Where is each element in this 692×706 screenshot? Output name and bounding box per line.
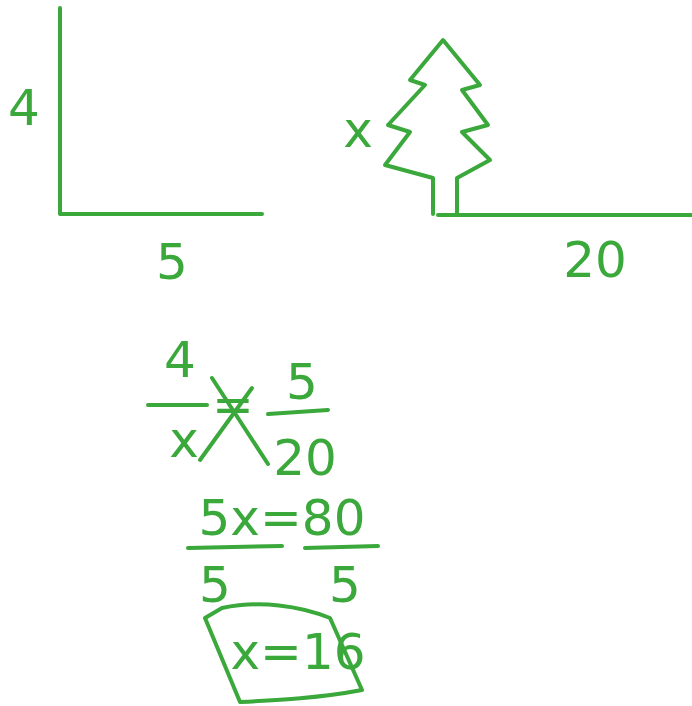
cross-multiply-line (212, 378, 268, 464)
handwritten-label: x (169, 415, 199, 465)
handwritten-label: 5 (156, 237, 188, 287)
handwritten-label: 5 (329, 560, 361, 610)
handwritten-label: x (343, 105, 373, 155)
handwritten-label: 20 (563, 235, 627, 285)
handwritten-label: 5x=80 (199, 493, 366, 543)
handwritten-label: x=16 (230, 627, 365, 677)
fraction-bar (268, 410, 328, 414)
fraction-bar (148, 403, 207, 407)
post-and-shadow (60, 8, 262, 214)
handwritten-label: = (212, 380, 254, 430)
handwritten-label: 4 (164, 335, 196, 385)
division-bar (305, 546, 378, 548)
handwritten-label: 5 (286, 357, 318, 407)
handwritten-label: 4 (8, 83, 40, 133)
tree-figure (385, 40, 490, 214)
handwritten-label: 5 (199, 560, 231, 610)
division-bar (188, 546, 282, 548)
handwritten-label: 20 (273, 433, 337, 483)
tree-shadow-line (438, 213, 692, 217)
